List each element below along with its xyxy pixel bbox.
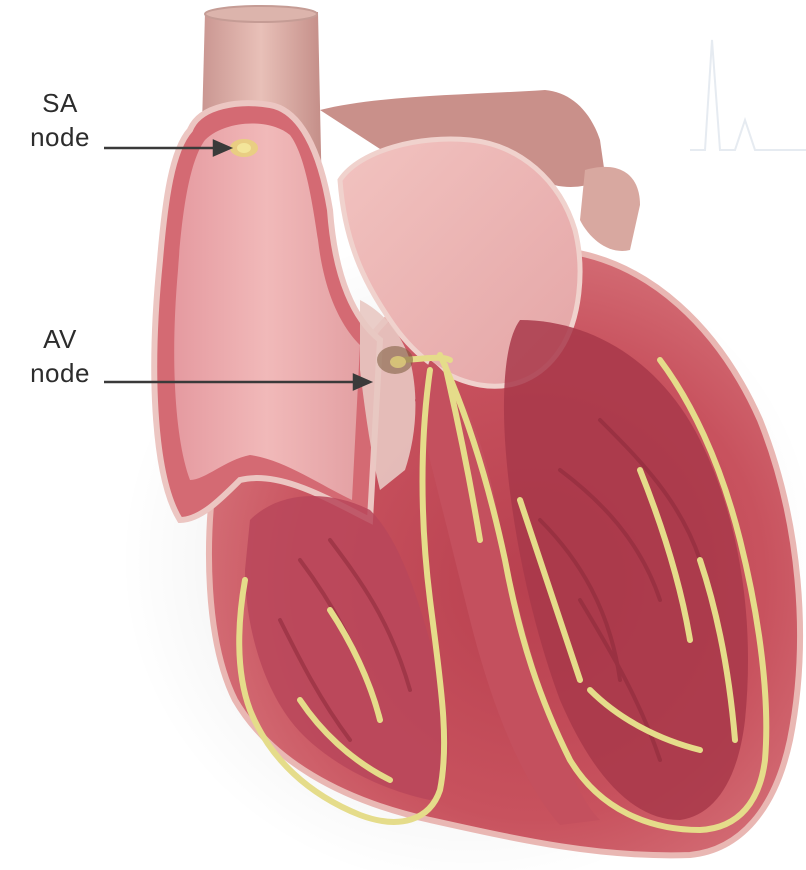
sa-node-label: SA node xyxy=(12,86,108,154)
right-atrium-cavity xyxy=(174,124,360,500)
av-node-dot-icon xyxy=(377,346,413,374)
sa-node-label-line2: node xyxy=(12,120,108,154)
sa-node-dot-icon xyxy=(230,139,258,157)
av-node-label-line1: AV xyxy=(12,322,108,356)
av-node-label-line2: node xyxy=(12,356,108,390)
vena-cava-opening xyxy=(205,6,317,22)
av-node-label: AV node xyxy=(12,322,108,390)
pulmonary-vessel-right xyxy=(580,167,640,251)
ecg-trace-background xyxy=(690,40,806,150)
sa-node-label-line1: SA xyxy=(12,86,108,120)
